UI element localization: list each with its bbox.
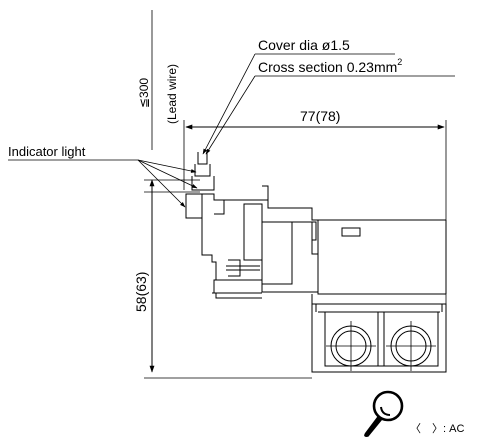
relay-body — [185, 152, 447, 373]
extension-lines — [144, 179, 312, 379]
indicator-callout-lines — [8, 159, 198, 208]
width-dim-label: 77(78) — [300, 108, 340, 124]
cover-dia-label: Cover dia ø1.5 — [258, 37, 350, 53]
legend-note: 〈 〉: AC — [410, 423, 465, 435]
terminal-screw-left — [326, 321, 376, 371]
indicator-light-label: Indicator light — [8, 144, 86, 159]
cross-section-superscript: 2 — [397, 57, 402, 67]
magnifier-icon — [364, 390, 404, 437]
lead-wire-label: (Lead wire) — [165, 64, 179, 124]
cross-section-label: Cross section 0.23mm2 — [258, 57, 402, 75]
terminal-screw-right — [386, 321, 436, 371]
height-dim-label: 58(63) — [133, 272, 149, 312]
lead-dim-label: ≦300 — [137, 78, 151, 108]
width-dimension — [183, 120, 447, 312]
lead-callout — [202, 53, 455, 155]
